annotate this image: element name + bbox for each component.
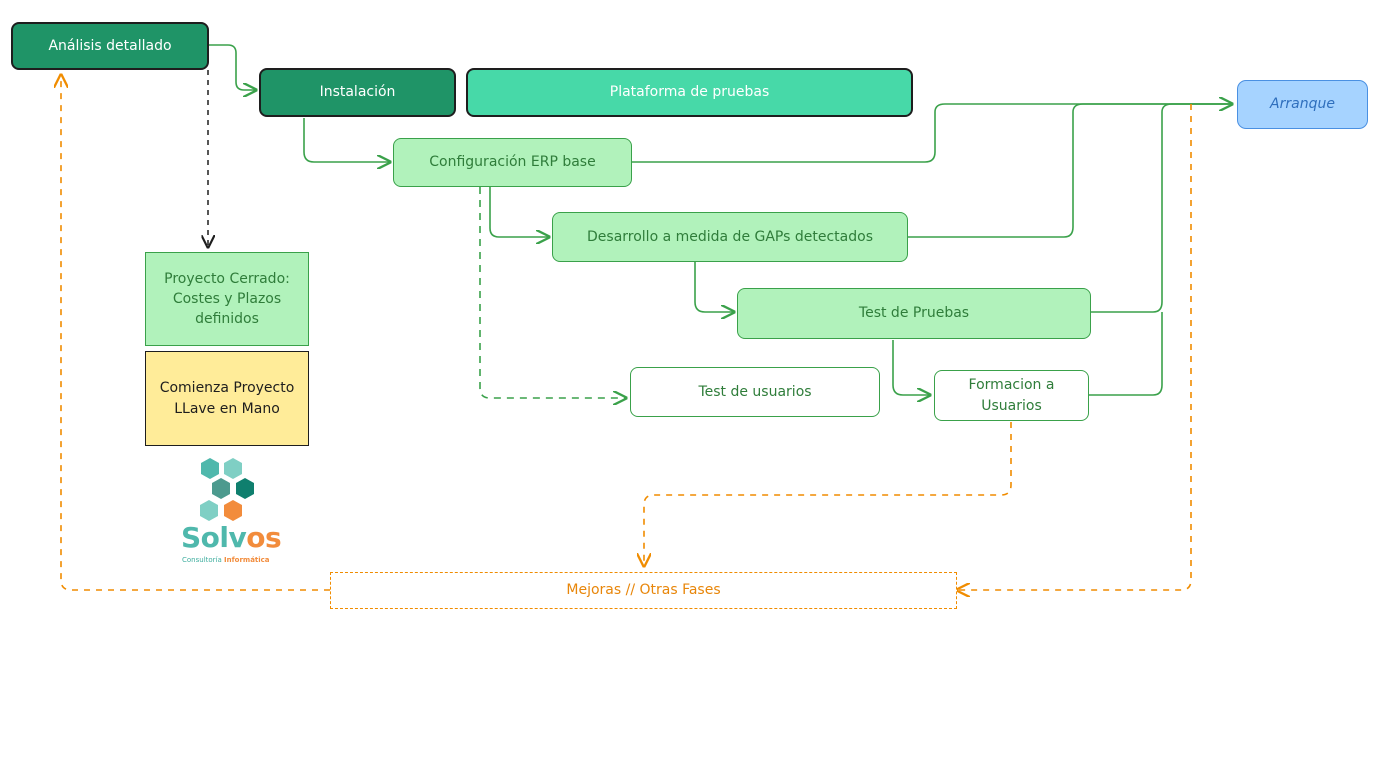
node-mejoras-otras-fases[interactable]: Mejoras // Otras Fases	[330, 572, 957, 609]
arrow-config-testusuarios	[479, 187, 626, 398]
arrow-formacion-mejoras	[644, 422, 1012, 566]
arrow-analisis-instalacion	[209, 44, 256, 90]
node-label: Test de Pruebas	[858, 305, 970, 322]
node-label: Instalación	[319, 84, 396, 101]
node-desarrollo-gaps[interactable]: Desarrollo a medida de GAPs detectados	[552, 212, 908, 262]
node-label: Plataforma de pruebas	[609, 84, 770, 101]
node-analisis-detallado[interactable]: Análisis detallado	[11, 22, 209, 70]
node-configuracion-erp[interactable]: Configuración ERP base	[393, 138, 632, 187]
logo-tagline-part2: Informática	[224, 556, 270, 564]
hexagon-cluster-icon	[200, 458, 254, 521]
node-label: Análisis detallado	[48, 37, 172, 54]
node-label: Comienza Proyecto LLave en Mano	[159, 380, 295, 417]
logo-tagline-part1: Consultoría	[182, 556, 224, 564]
node-test-pruebas[interactable]: Test de Pruebas	[737, 288, 1091, 339]
node-instalacion[interactable]: Instalación	[259, 68, 456, 117]
arrow-config-desarrollo	[489, 187, 549, 237]
node-comienza-proyecto[interactable]: Comienza Proyecto LLave en Mano	[145, 351, 309, 446]
arrow-desarrollo-testpruebas	[694, 262, 734, 312]
node-plataforma-pruebas[interactable]: Plataforma de pruebas	[466, 68, 913, 117]
arrow-formacion-arranque	[1089, 312, 1163, 396]
node-test-usuarios[interactable]: Test de usuarios	[630, 367, 880, 417]
arrow-instalacion-config	[303, 118, 390, 162]
arrow-testpruebas-arranque	[1091, 103, 1232, 313]
node-label: Proyecto Cerrado: Costes y Plazos defini…	[164, 270, 290, 328]
arrow-arranque-mejoras	[957, 104, 1192, 590]
node-label: Configuración ERP base	[429, 154, 596, 171]
node-label: Mejoras // Otras Fases	[566, 582, 721, 599]
node-label: Formacion a Usuarios	[968, 377, 1055, 414]
arrow-testpruebas-formacion	[892, 340, 930, 395]
arrow-desarrollo-arranque	[908, 103, 1232, 238]
logo-name-part2: os	[246, 521, 282, 554]
node-proyecto-cerrado[interactable]: Proyecto Cerrado: Costes y Plazos defini…	[145, 252, 309, 346]
node-formacion-usuarios[interactable]: Formacion a Usuarios	[934, 370, 1089, 421]
node-arranque[interactable]: Arranque	[1237, 80, 1368, 129]
solvos-logo: Solvos Consultoría Informática	[175, 455, 285, 567]
arrow-config-arranque	[632, 104, 1232, 163]
node-label: Desarrollo a medida de GAPs detectados	[587, 228, 873, 245]
node-label: Test de usuarios	[698, 383, 812, 400]
logo-name-part1: Solv	[181, 521, 247, 554]
node-label: Arranque	[1270, 96, 1335, 113]
arrow-mejoras-analisis	[61, 75, 330, 591]
